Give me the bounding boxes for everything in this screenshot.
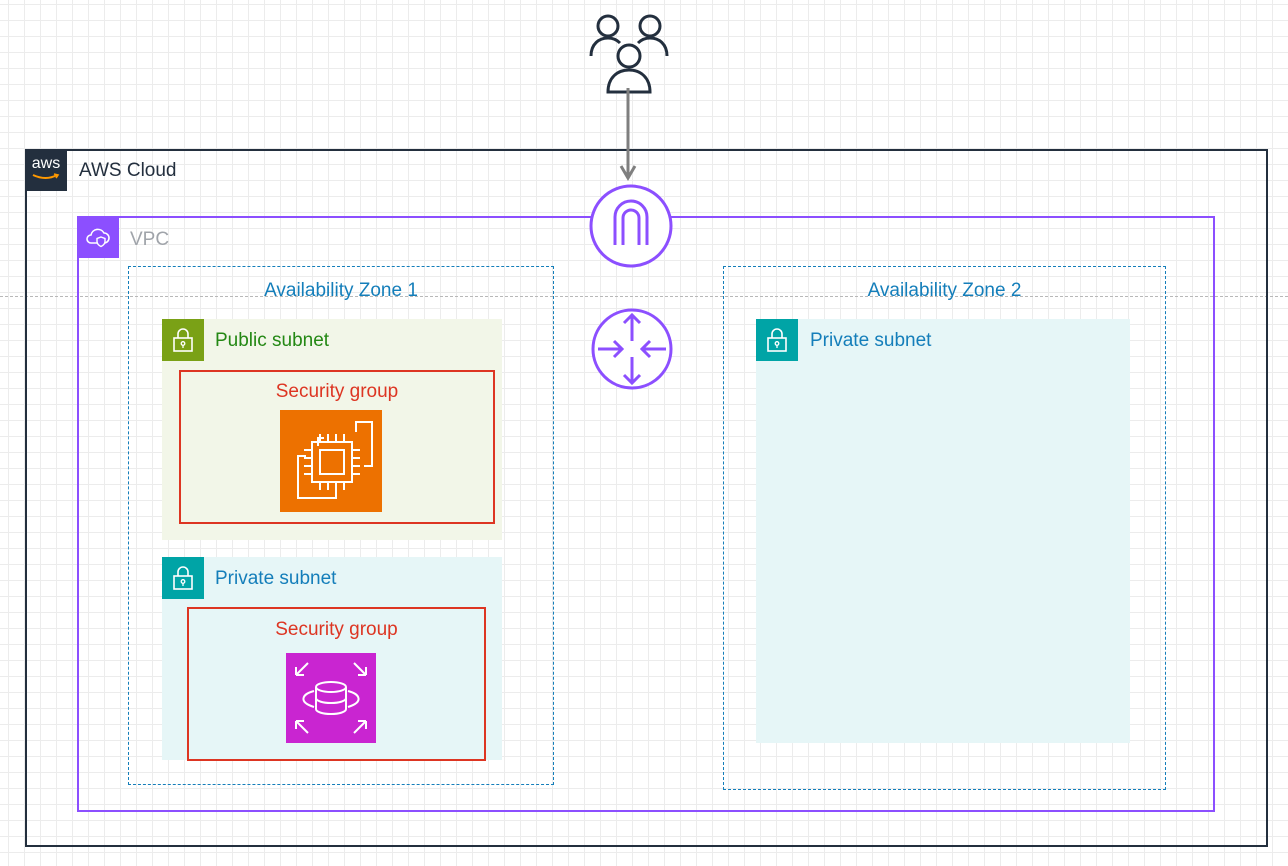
az1-label: Availability Zone 1 — [264, 280, 418, 301]
security-group-public[interactable] — [179, 370, 495, 524]
aws-cloud-group[interactable] — [25, 149, 1268, 847]
page-break-line — [0, 296, 1288, 297]
connection-arrow — [619, 88, 637, 181]
private-subnet-az2-badge — [756, 319, 798, 361]
public-subnet-badge — [162, 319, 204, 361]
vpc-label: VPC — [130, 229, 170, 250]
aws-logo: aws — [25, 149, 67, 191]
availability-zone-1[interactable] — [128, 266, 554, 785]
users-icon[interactable] — [586, 8, 672, 94]
security-group-private-label: Security group — [275, 619, 398, 640]
ec2-instance-icon[interactable] — [280, 410, 382, 512]
security-group-private[interactable] — [187, 607, 486, 761]
lock-icon — [767, 328, 787, 352]
aws-logo-text: aws — [31, 155, 61, 172]
vpc-badge — [77, 216, 119, 258]
private-subnet-az1-label: Private subnet — [215, 568, 337, 589]
private-subnet-az2-label: Private subnet — [810, 330, 932, 351]
lock-icon — [173, 566, 193, 590]
availability-zone-2[interactable] — [723, 266, 1166, 790]
rds-database-icon[interactable] — [286, 653, 376, 743]
public-subnet-label: Public subnet — [215, 330, 330, 351]
lock-icon — [173, 328, 193, 352]
az2-label: Availability Zone 2 — [867, 280, 1022, 301]
vpc-cloud-icon — [86, 228, 110, 248]
internet-gateway-icon[interactable] — [588, 183, 674, 269]
router-icon[interactable] — [590, 307, 674, 391]
aws-cloud-label: AWS Cloud — [79, 160, 177, 181]
aws-smile-icon — [32, 173, 60, 179]
private-subnet-az1-badge — [162, 557, 204, 599]
security-group-public-label: Security group — [275, 381, 399, 402]
private-subnet-az2[interactable] — [756, 319, 1130, 743]
